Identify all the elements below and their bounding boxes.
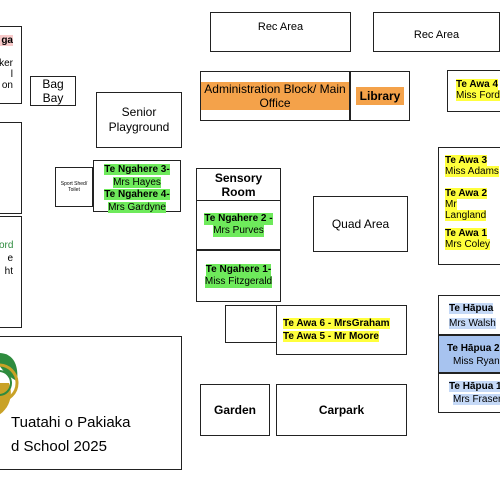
left-partial-box-low: ord e ht [0, 216, 22, 328]
bag-bay: Bag Bay [30, 76, 76, 106]
room-te-hapua-2: Te Hāpua 2 Miss Ryan [438, 335, 500, 373]
carpark: Carpark [276, 384, 407, 436]
room-te-awa-6-5: Te Awa 6 - MrsGraham Te Awa 5 - Mr Moore [276, 305, 407, 355]
te-ngahere-3-line1: Te Ngahere 3- [104, 164, 170, 175]
te-ngahere-4-line1: Te Ngahere 4- [104, 189, 170, 200]
left-partial-line: ht [4, 266, 13, 277]
te-ngahere-2-line1: Te Ngahere 2 - [204, 213, 273, 225]
te-awa-5-line: Te Awa 5 - Mr Moore [283, 331, 379, 342]
left-partial-low-text: ord e ht [0, 239, 13, 278]
left-partial-line: ga [0, 35, 13, 46]
left-partial-top-text: ga ker l on [0, 35, 13, 91]
te-hapua-2-name: Te Hāpua 2 [447, 343, 500, 354]
te-ngahere-4-line2: Mrs Gardyne [108, 201, 166, 213]
te-awa-4-teacher: Miss Ford [456, 90, 500, 101]
admin-block: Administration Block/ Main Office [200, 71, 350, 121]
title-line1: Tuatahi o Pakiaka [11, 414, 131, 431]
title-line2: d School 2025 [11, 438, 107, 455]
sport-shed-label: Sport Shed/ Toilet [60, 180, 88, 194]
te-hapua-1-name: Te Hāpua 1 [449, 381, 500, 392]
rec-area-1-label: Rec Area [257, 21, 304, 33]
te-ngahere-2-line2: Mrs Purves [213, 225, 264, 237]
te-awa-4-name: Te Awa 4 [456, 79, 499, 90]
te-awa-2-teacher: Mr Langland [445, 199, 487, 221]
senior-playground-label: Senior Playground [108, 105, 170, 134]
garden-label: Garden [213, 403, 256, 417]
small-annex [225, 305, 277, 343]
te-awa-2-name: Te Awa 2 [445, 188, 488, 199]
room-te-hapua-1: Te Hāpua 1 Mrs Fraser [438, 373, 500, 413]
rec-area-2-label: Rec Area [413, 29, 460, 41]
te-ngahere-1-line2: Miss Fitzgerald [204, 276, 273, 288]
quad-area-label: Quad Area [331, 217, 390, 231]
library-label: Library [355, 87, 405, 105]
admin-block-label: Administration Block/ Main Office [201, 81, 349, 111]
te-awa-6-line: Te Awa 6 - MrsGraham [283, 318, 390, 329]
left-partial-line: ker [0, 58, 13, 69]
rec-area-2: Rec Area [373, 12, 500, 52]
title-box: Tuatahi o Pakiaka d School 2025 [0, 336, 182, 470]
left-partial-line: l [10, 69, 13, 80]
te-awa-1-name: Te Awa 1 [445, 228, 488, 239]
left-partial-box-top: ga ker l on [0, 26, 22, 104]
te-ngahere-1-line1: Te Ngahere 1- [205, 264, 272, 276]
carpark-label: Carpark [318, 403, 365, 417]
room-te-awa-2: Te Awa 2 Mr Langland [445, 188, 500, 221]
te-awa-3-teacher: Miss Adams [445, 166, 499, 177]
te-ngahere-3-line2: Mrs Hayes [113, 176, 161, 188]
te-hapua-a-teacher: Mrs Walsh [449, 318, 496, 329]
sensory-room: Sensory Room [196, 168, 281, 202]
room-te-awa-3: Te Awa 3 Miss Adams [445, 155, 499, 177]
te-awa-3-name: Te Awa 3 [445, 155, 488, 166]
te-hapua-2-teacher: Miss Ryan [453, 356, 500, 367]
senior-playground: Senior Playground [96, 92, 182, 148]
bag-bay-label: Bag Bay [42, 76, 64, 105]
school-logo-icon [0, 353, 19, 415]
room-te-ngahere-3-4: Te Ngahere 3- Mrs Hayes Te Ngahere 4- Mr… [93, 160, 181, 213]
te-hapua-1-teacher: Mrs Fraser [453, 394, 500, 405]
te-hapua-a-name: Te Hāpua [449, 303, 494, 314]
room-te-awa-1: Te Awa 1 Mrs Coley [445, 228, 491, 250]
left-partial-line: e [7, 253, 13, 264]
room-te-ngahere-2: Te Ngahere 2 - Mrs Purves [196, 200, 281, 250]
garden: Garden [200, 384, 270, 436]
sport-shed: Sport Shed/ Toilet [55, 167, 93, 207]
room-te-awa-4: Te Awa 4 Miss Ford [447, 70, 500, 112]
quad-area: Quad Area [313, 196, 408, 252]
left-partial-line: on [1, 80, 13, 91]
sensory-room-label: Sensory Room [214, 170, 263, 199]
rec-area-1: Rec Area [210, 12, 351, 52]
room-te-ngahere-1: Te Ngahere 1- Miss Fitzgerald [196, 250, 281, 302]
te-awa-1-teacher: Mrs Coley [445, 239, 491, 250]
library: Library [350, 71, 410, 121]
room-te-hapua-a: Te Hāpua Mrs Walsh [438, 295, 500, 335]
left-partial-line: ord [0, 240, 14, 251]
left-partial-box-mid [0, 122, 22, 214]
